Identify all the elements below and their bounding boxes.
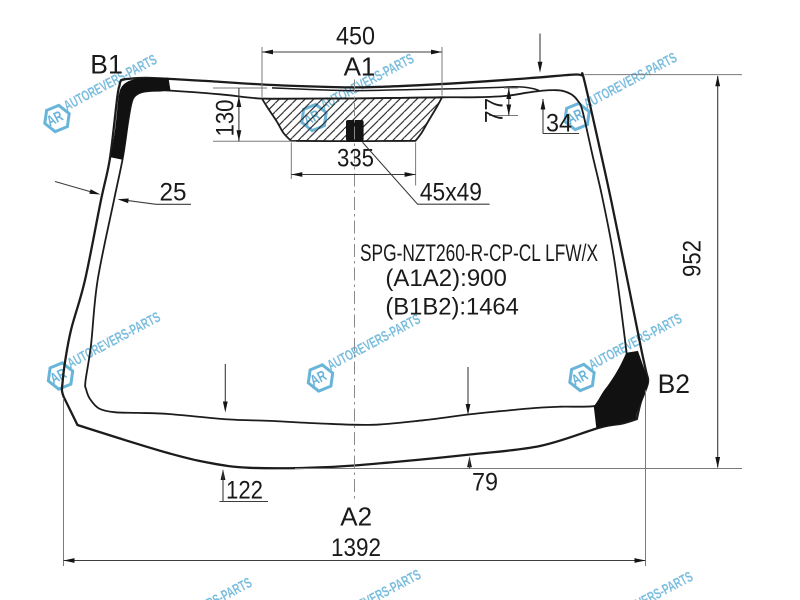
label-b1: B1: [90, 50, 122, 80]
watermark: AR AUTOREVERS-PARTS: [46, 309, 164, 391]
watermark: AR AUTOREVERS-PARTS: [325, 567, 424, 600]
dim-130: 130: [212, 87, 296, 142]
dim-79-value: 79: [472, 469, 498, 497]
watermark-text: AUTOREVERS-PARTS: [581, 50, 680, 113]
dim-45x49-value: 45x49: [420, 179, 482, 207]
dim-450: 450: [261, 23, 443, 97]
watermark-text: AUTOREVERS-PARTS: [156, 575, 255, 600]
dim-122-value: 122: [226, 477, 263, 505]
dim-952-value: 952: [679, 240, 707, 277]
watermark: AR AUTOREVERS-PARTS: [306, 311, 424, 393]
label-a1: A1: [344, 52, 376, 82]
dimension-line: [219, 470, 268, 503]
dim-335-value: 335: [337, 145, 374, 173]
arrowhead: [262, 49, 273, 55]
dim-122: 122: [219, 364, 268, 505]
extension-line: [290, 142, 417, 186]
watermark-text: AUTOREVERS-PARTS: [65, 309, 164, 372]
dim-335: 335: [290, 142, 417, 186]
watermark-text: AUTOREVERS-PARTS: [597, 569, 696, 600]
dim-450-value: 450: [336, 23, 375, 51]
watermark-ar-logo-icon: [568, 362, 596, 393]
part-info: SPG-NZT260-R-CP-CL LFW/X (A1A2):900 (B1B…: [360, 240, 598, 321]
dimension-line: [362, 141, 490, 205]
arrowhead: [431, 49, 442, 55]
watermark-ar-logo-text: AR: [307, 367, 329, 389]
dim-34-value: 34: [546, 110, 572, 138]
watermark: AR AUTOREVERS-PARTS: [597, 569, 696, 600]
dim-130-value: 130: [212, 100, 240, 137]
arrowhead: [404, 172, 416, 177]
watermark: AR AUTOREVERS-PARTS: [563, 50, 680, 132]
b1-black-corner-band: [110, 77, 171, 160]
arrowhead: [465, 404, 471, 415]
extension-line: [295, 74, 742, 469]
arrowhead: [222, 401, 228, 413]
watermark-ar-logo-icon: [43, 103, 71, 134]
label-b2: B2: [658, 369, 690, 399]
arrowhead: [540, 98, 546, 110]
watermark-ar-logo-text: AR: [44, 108, 66, 130]
dim-34: 34: [540, 98, 579, 138]
dim-952: 952: [295, 74, 742, 469]
extension-line: [261, 47, 443, 97]
watermark-text: AUTOREVERS-PARTS: [325, 567, 424, 600]
arrowhead: [291, 172, 303, 177]
dimension-line: [54, 180, 96, 194]
extension-line: [63, 390, 646, 566]
dim-45x49: 45x49: [362, 141, 490, 207]
watermark-text: AUTOREVERS-PARTS: [325, 311, 424, 374]
b2-black-corner-band: [593, 350, 649, 428]
arrowhead: [537, 61, 543, 73]
extension-line: [489, 87, 518, 116]
label-a2: A2: [340, 502, 372, 532]
arrowhead: [506, 88, 512, 99]
dim-77: 77: [481, 87, 518, 123]
part-a1a2-distance: (A1A2):900: [385, 265, 507, 292]
part-b1b2-distance: (B1B2):1464: [385, 294, 519, 321]
dimensions-layer: 450 A1 130 77 34 25 335 45x49 952 122 79…: [54, 23, 742, 566]
watermark-ar-logo-text: AR: [569, 367, 591, 389]
arrowhead: [715, 457, 721, 468]
arrowhead: [715, 75, 721, 87]
watermark-ar-logo-icon: [46, 361, 75, 391]
pointer-top-edge: [537, 33, 543, 73]
frit-band-hatched-area: [260, 96, 444, 143]
arrowhead: [89, 189, 101, 195]
arrowhead: [634, 558, 646, 563]
part-number: SPG-NZT260-R-CP-CL LFW/X: [360, 240, 598, 267]
glass-drawing: [60, 72, 650, 500]
dim-79: 79: [465, 367, 498, 497]
arrowhead: [236, 96, 242, 107]
watermark-ar-logo-icon: [306, 363, 335, 393]
dim-25: 25: [54, 179, 191, 207]
dim-25-value: 25: [160, 179, 187, 207]
extension-line: [213, 87, 296, 142]
arrowhead: [63, 558, 75, 563]
dim-1392-value: 1392: [331, 534, 381, 562]
arrowhead: [117, 198, 129, 204]
glass-band-inner-line: [84, 89, 629, 426]
dim-1392: 1392: [63, 390, 646, 566]
arrowhead: [506, 104, 512, 116]
arrowhead: [236, 130, 242, 142]
watermark: AR AUTOREVERS-PARTS: [156, 575, 255, 600]
dim-77-value: 77: [481, 98, 509, 123]
watermark-ar-logo-text: AR: [564, 106, 586, 128]
glass-inner-top-line: [271, 85, 540, 92]
